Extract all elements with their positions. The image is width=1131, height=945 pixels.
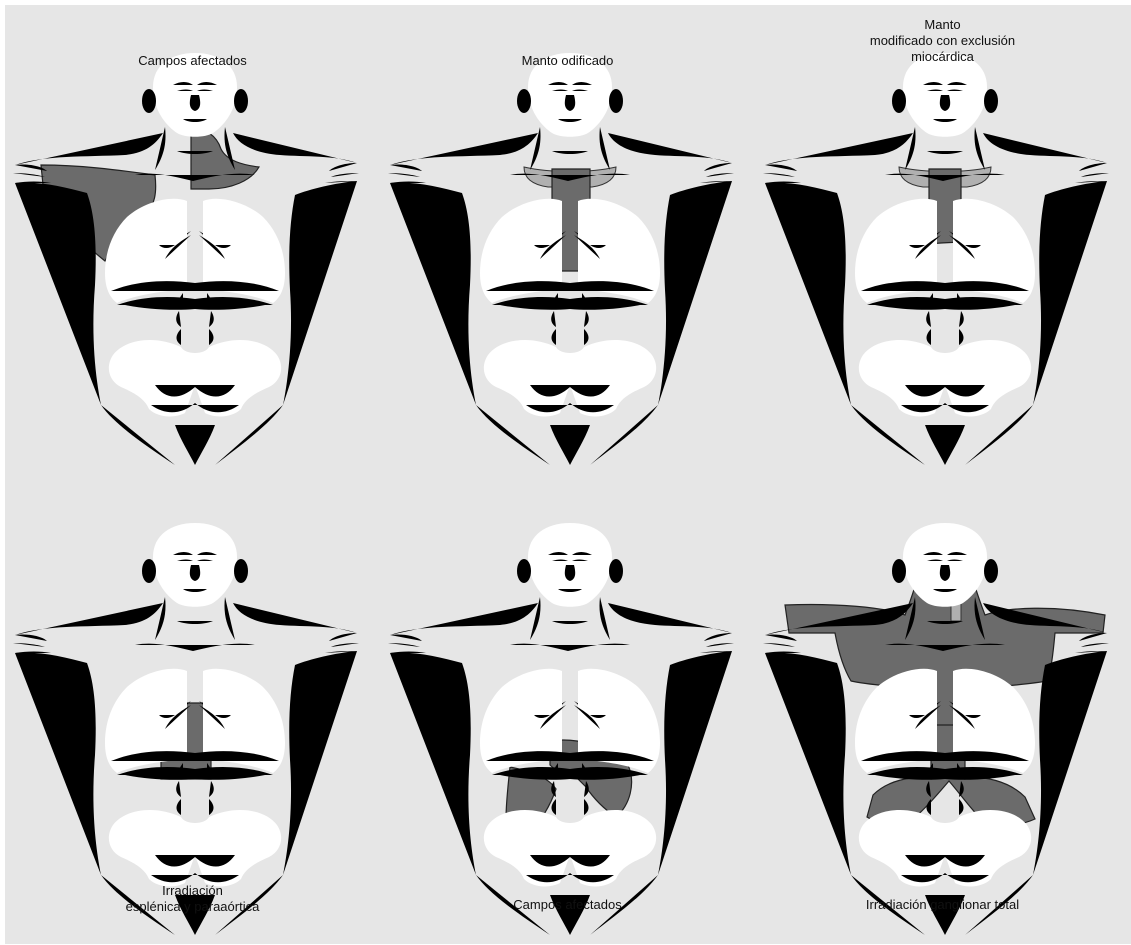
panel-caption: Irradiación esplénica y paraaórtica — [5, 883, 380, 915]
panel-manto-odificado: Manto odificado — [380, 5, 755, 475]
panel-campos-afectados-top: Campos afectados — [5, 5, 380, 475]
panel-irradiacion-ganglionar-total: Irradiación ganglionar total — [755, 475, 1130, 945]
panel-caption: Campos afectados — [380, 897, 755, 913]
body-diagram — [755, 475, 1130, 945]
panel-campos-afectados-bottom: Campos afectados — [380, 475, 755, 945]
panel-caption: Manto odificado — [380, 53, 755, 69]
panel-caption: Campos afectados — [5, 53, 380, 69]
panel-caption: Manto modificado con exclusión miocárdic… — [755, 17, 1130, 65]
body-diagram — [380, 475, 755, 945]
body-diagram — [5, 475, 380, 945]
radiation-fields-figure: Campos afectados Manto odificado Manto m… — [5, 5, 1131, 944]
body-diagram — [380, 5, 755, 475]
body-diagram — [5, 5, 380, 475]
panel-irradiacion-esplenica: Irradiación esplénica y paraaórtica — [5, 475, 380, 945]
panel-manto-exclusion-miocardica: Manto modificado con exclusión miocárdic… — [755, 5, 1130, 475]
panel-caption: Irradiación ganglionar total — [755, 897, 1130, 913]
body-diagram — [755, 5, 1130, 475]
